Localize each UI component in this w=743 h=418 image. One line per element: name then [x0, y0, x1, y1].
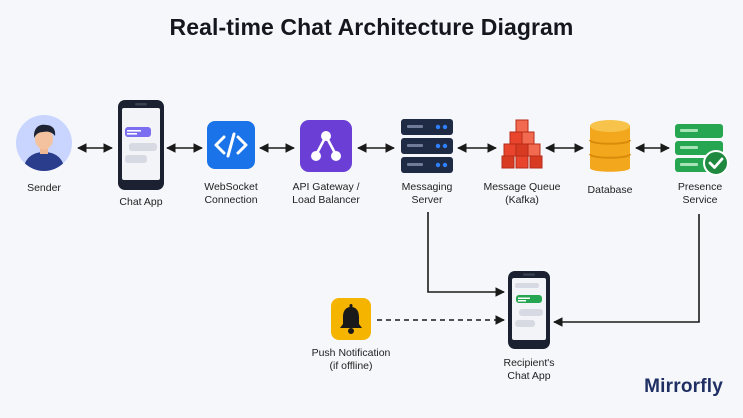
presence-service-node[interactable] [674, 123, 730, 182]
arrow-presence-recipient [553, 214, 700, 327]
network-share-icon [300, 120, 352, 172]
chat-app-label: Chat App [119, 196, 163, 208]
message-queue-node[interactable] [498, 118, 546, 177]
database-cylinder-icon [589, 120, 631, 172]
smartphone-chat-icon [508, 271, 550, 349]
websocket-label: WebSocket Connection [204, 181, 258, 206]
presence-service-label: Presence Service [677, 181, 723, 206]
kafka-cubes-icon [501, 119, 543, 169]
database-node[interactable] [588, 118, 632, 181]
message-queue-label: Message Queue (Kafka) [483, 181, 561, 206]
sender-label: Sender [27, 182, 61, 194]
push-notification-node[interactable] [331, 298, 371, 345]
server-stack-icon [401, 119, 453, 173]
recipient-chat-app-label: Recipient's Chat App [503, 357, 555, 382]
sender-node [15, 114, 73, 177]
diagram-title: Real-time Chat Architecture Diagram [169, 14, 574, 40]
database-label: Database [587, 184, 633, 196]
messaging-server-label: Messaging Server [401, 181, 453, 206]
api-gateway-node[interactable] [300, 120, 352, 177]
recipient-chat-app-node[interactable] [507, 270, 551, 355]
user-avatar-icon [16, 115, 72, 171]
server-check-icon [675, 124, 729, 176]
mirrorfly-logo: Mirrorfly [644, 376, 723, 397]
chat-app-node[interactable] [117, 99, 165, 196]
messaging-server-node[interactable] [400, 118, 454, 179]
smartphone-chat-icon [118, 100, 164, 190]
api-gateway-label: API Gateway / Load Balancer [292, 181, 360, 206]
arrow-messaging-recipient [427, 212, 505, 297]
push-notification-label: Push Notification (if offline) [311, 347, 391, 372]
bell-icon [331, 298, 371, 340]
websocket-node[interactable] [207, 121, 255, 174]
code-brackets-icon [207, 121, 255, 169]
